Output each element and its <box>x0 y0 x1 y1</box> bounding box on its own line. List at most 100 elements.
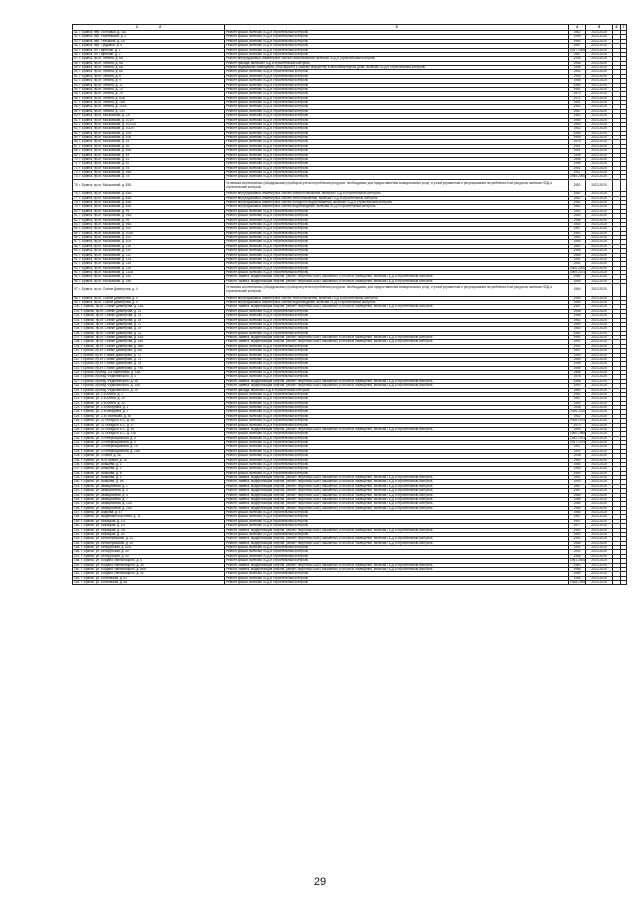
row-build-year: 1932 1973 <box>568 435 586 442</box>
row-empty <box>620 178 627 193</box>
row-period: 2023-2025 <box>585 579 613 586</box>
row-address-text: г. Брянск, ул. Белорусская, д. 50 <box>81 549 129 554</box>
row-address-text: г. Брянск, ул. 3 Интернационала, д. 5 <box>81 436 136 440</box>
row-address-text: г. Брянск, пр-кт. Станке Димитрова, д. 7… <box>80 353 141 357</box>
row-number: 41 <box>74 30 78 34</box>
row-address-text: г. Брянск, пр-кт. Московский, д. 53 <box>79 166 130 170</box>
row-number: 55 <box>74 91 78 96</box>
row-number: 109 <box>74 344 80 348</box>
row-number: 127 <box>74 423 80 427</box>
row-address-text: г. Брянск, ул. Бежицкая, д. 1/6 <box>81 528 126 532</box>
row-address-text: г. Брянск, ул. Бежицкая, д. 1/1 <box>81 519 126 523</box>
row-number: 76 <box>74 191 78 196</box>
row-number: 104 <box>74 322 80 326</box>
row-address-text: г. Брянск, ул. Авиационная, д. 7 <box>81 497 128 501</box>
row-number: 136 <box>74 462 80 466</box>
row-number: 66 <box>74 139 78 144</box>
row-number: 144 <box>74 497 80 501</box>
row-address-text: г. Брянск, пр-кт. Московский, д. 122 <box>79 253 132 257</box>
row-number: 86 <box>74 235 78 239</box>
row-address-text: г. Брянск, ул. Азарова, д. 57 <box>81 510 123 514</box>
row-number: 72 <box>74 166 78 170</box>
row-address-text: г. Брянск, пр-кт. Московский, д. 126 <box>79 261 132 266</box>
row-address-text: г. Брянск, проезд. Федюнинского, д. 10А <box>80 383 140 388</box>
row-address-text: г. Брянск, пр-кт. Станке Димитрова, д. 4 <box>79 300 138 304</box>
row-address-text: г. Брянск, пр-кт. Московский, д. 83А <box>79 196 132 200</box>
row-address-text: г. Брянск, пр-кт. Московский, д. 95 <box>79 218 130 222</box>
row-address-text: г. Брянск, пр-кт. Ленина, д. 11 <box>79 83 123 87</box>
repair-schedule-table: 1 2 3 4 5 6 7 41. г. Брянск, пер. Почтов… <box>72 24 627 586</box>
row-number: 62 <box>74 122 78 126</box>
row-address-text: г. Брянск, проезд. Федюнинского, д. 20 <box>80 388 138 392</box>
row-address-text: г. Брянск, пр-кт. Станке Димитрова, д. 7… <box>80 361 142 366</box>
row-address-text: г. Брянск, ул. 3 Интернационала, д. 9 <box>81 440 136 444</box>
row-number: 159 <box>74 563 80 567</box>
row-address-text: г. Брянск, пр-кт. Ленина, д. 13 <box>79 87 123 91</box>
row-address-text: г. Брянск, ул. Белорусская, д. 42А <box>81 545 131 549</box>
row-number: 116 <box>74 374 80 379</box>
row-address-text: г. Брянск, проезд. Федюнинского, д. 4Б <box>80 379 139 383</box>
row-number: 150 <box>74 523 80 528</box>
row-address-text: г. Брянск, пр-кт. Ленина, д. 9 <box>79 78 121 83</box>
row-number: 82 <box>74 218 78 222</box>
row-number: 153 <box>74 536 80 541</box>
row-address-text: г. Брянск, пр-кт. Московский, д. 78 <box>79 174 130 179</box>
row-address-text: г. Брянск, пер. Почтовый, д. 162 <box>79 30 127 34</box>
row-address-text: г. Брянск, ул. 2-я Мичурина, д. 1 <box>81 405 129 409</box>
row-address-text: г. Брянск, пр-кт. Ленина, д. 6А <box>79 56 124 61</box>
row-address-text: г. Брянск, ул. Авиационная, д. 20А <box>81 506 132 510</box>
row-number: 154 <box>74 541 80 545</box>
row-address-text: г. Брянск, пр-кт. Московский, д. 51 <box>79 157 130 161</box>
row-address-text: г. Брянск, пер. Рылеевский, д. 2 <box>79 34 127 39</box>
row-address-text: г. Брянск, ул. 2-я Почепская, д. 36 <box>81 414 131 418</box>
row-number: 77 <box>74 196 78 200</box>
row-address-text: г. Брянск, ул. 2-я Аллея, д. 22 <box>81 401 125 405</box>
row-number: 141 <box>74 484 80 488</box>
row-number: 100 <box>74 304 80 309</box>
row-address-text: г. Брянск, ул. Богдана Хмельницкого, д. … <box>81 563 144 567</box>
row-number: 78 <box>74 200 78 204</box>
row-address-text: г. Брянск, ул. Белорусская, д. 54 <box>81 554 129 558</box>
table-row: 91. г. Брянск, пр-кт. Московский, д. 124… <box>72 256 627 263</box>
row-address-text: г. Брянск, ул. Болховская, д. 57 <box>81 576 128 580</box>
row-address-text: г. Брянск, пер. Трудовой, д. 5 <box>79 43 122 48</box>
row-address-text: г. Брянск, пр-кт. Московский, д. 95А <box>79 222 132 226</box>
row-address-text: г. Брянск, ул. 2-я Аллея, д. 1 <box>81 392 123 396</box>
row-number: 118 <box>74 383 80 388</box>
row-number: 143 <box>74 493 80 497</box>
row-address-text: г. Брянск, ул. 2-я Мичурина, д. 2 <box>81 409 129 414</box>
row-number: 93 <box>74 266 78 270</box>
row-address-text: г. Брянск, пр-кт. Станке Димитрова, д. 4 <box>79 287 138 292</box>
row-number: 140 <box>74 479 80 484</box>
row-address-text: г. Брянск, пр-кт. Станке Димитрова, д. 1… <box>81 304 144 309</box>
row-number: 63 <box>74 126 78 131</box>
row-number: 48 <box>74 61 78 65</box>
row-address-text: г. Брянск, пр-кт. Станке Димитрова, д. 2… <box>81 318 142 322</box>
row-period: 2023-2025 <box>585 283 613 297</box>
repair-schedule-sheet: 1 2 3 4 5 6 7 41. г. Брянск, пер. Почтов… <box>72 24 627 586</box>
row-address-text: г. Брянск, пр-кт. Московский, д. 128 <box>79 266 132 270</box>
row-address-text: г. Брянск, ул. Богдана Хмельницкого, д. … <box>81 558 142 563</box>
row-build-year: 1947 1974 <box>568 439 586 446</box>
row-address-text: г. Брянск, ул. Авиационная, д. 5 <box>81 493 128 497</box>
row-number: 138 <box>74 471 80 475</box>
row-build-year: 1961 2004 <box>568 558 586 564</box>
row-address-text: г. Брянск, пр-кт. Ленина, д. 6Б <box>79 69 124 74</box>
row-number: 142 <box>74 488 80 493</box>
row-address-text: г. Брянск, пр-кт. Московский, д. 31 <box>79 139 130 144</box>
row-address-text: г. Брянск, пр-кт. Московский, д. 52 <box>79 161 130 166</box>
row-number: 71 <box>74 161 78 166</box>
row-number: 122 <box>74 401 80 405</box>
row-number: 123 <box>74 405 80 409</box>
row-address-text: г. Брянск, пр-кт. Московский, д. 1А <box>79 113 130 118</box>
row-work-type: Установка коллективных (общедомовых) при… <box>224 283 569 297</box>
row-number: 106 <box>74 331 80 335</box>
row-address-text: г. Брянск, пр-кт. Московский, д. 156 <box>79 279 132 283</box>
row-number: 98 <box>74 296 78 300</box>
row-number: 57 <box>74 100 78 104</box>
row-address-text: г. Брянск, пр-кт. Ленина, д. 6А <box>79 61 124 65</box>
